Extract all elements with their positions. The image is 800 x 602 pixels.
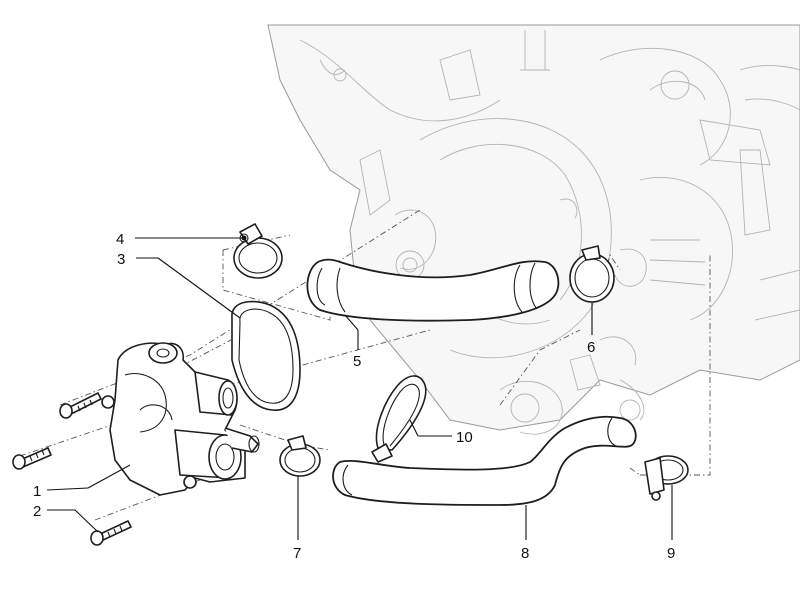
hose-clamp-upper xyxy=(233,223,283,279)
hose-retaining-strap xyxy=(371,375,427,463)
callout-5: 5 xyxy=(353,353,361,370)
engine-block xyxy=(267,24,800,435)
callout-1: 1 xyxy=(33,483,41,500)
callout-7: 7 xyxy=(293,545,301,562)
callout-3: 3 xyxy=(117,251,125,268)
screws xyxy=(12,392,132,546)
callout-9: 9 xyxy=(667,545,675,562)
callout-6: 6 xyxy=(587,339,595,356)
hose-clamp-lower-right xyxy=(644,455,689,501)
leader-lines xyxy=(46,235,673,540)
upper-coolant-hose xyxy=(306,258,560,322)
thermostat-housing xyxy=(101,342,260,496)
callout-10: 10 xyxy=(456,429,473,446)
lower-coolant-hose xyxy=(332,415,637,506)
callout-4: 4 xyxy=(116,231,124,248)
callout-8: 8 xyxy=(521,545,529,562)
callout-2: 2 xyxy=(33,503,41,520)
gasket-o-ring xyxy=(231,300,301,411)
callout-labels: 1 2 3 4 5 6 7 8 9 10 xyxy=(33,231,675,562)
hose-clamp-lower xyxy=(279,435,321,477)
